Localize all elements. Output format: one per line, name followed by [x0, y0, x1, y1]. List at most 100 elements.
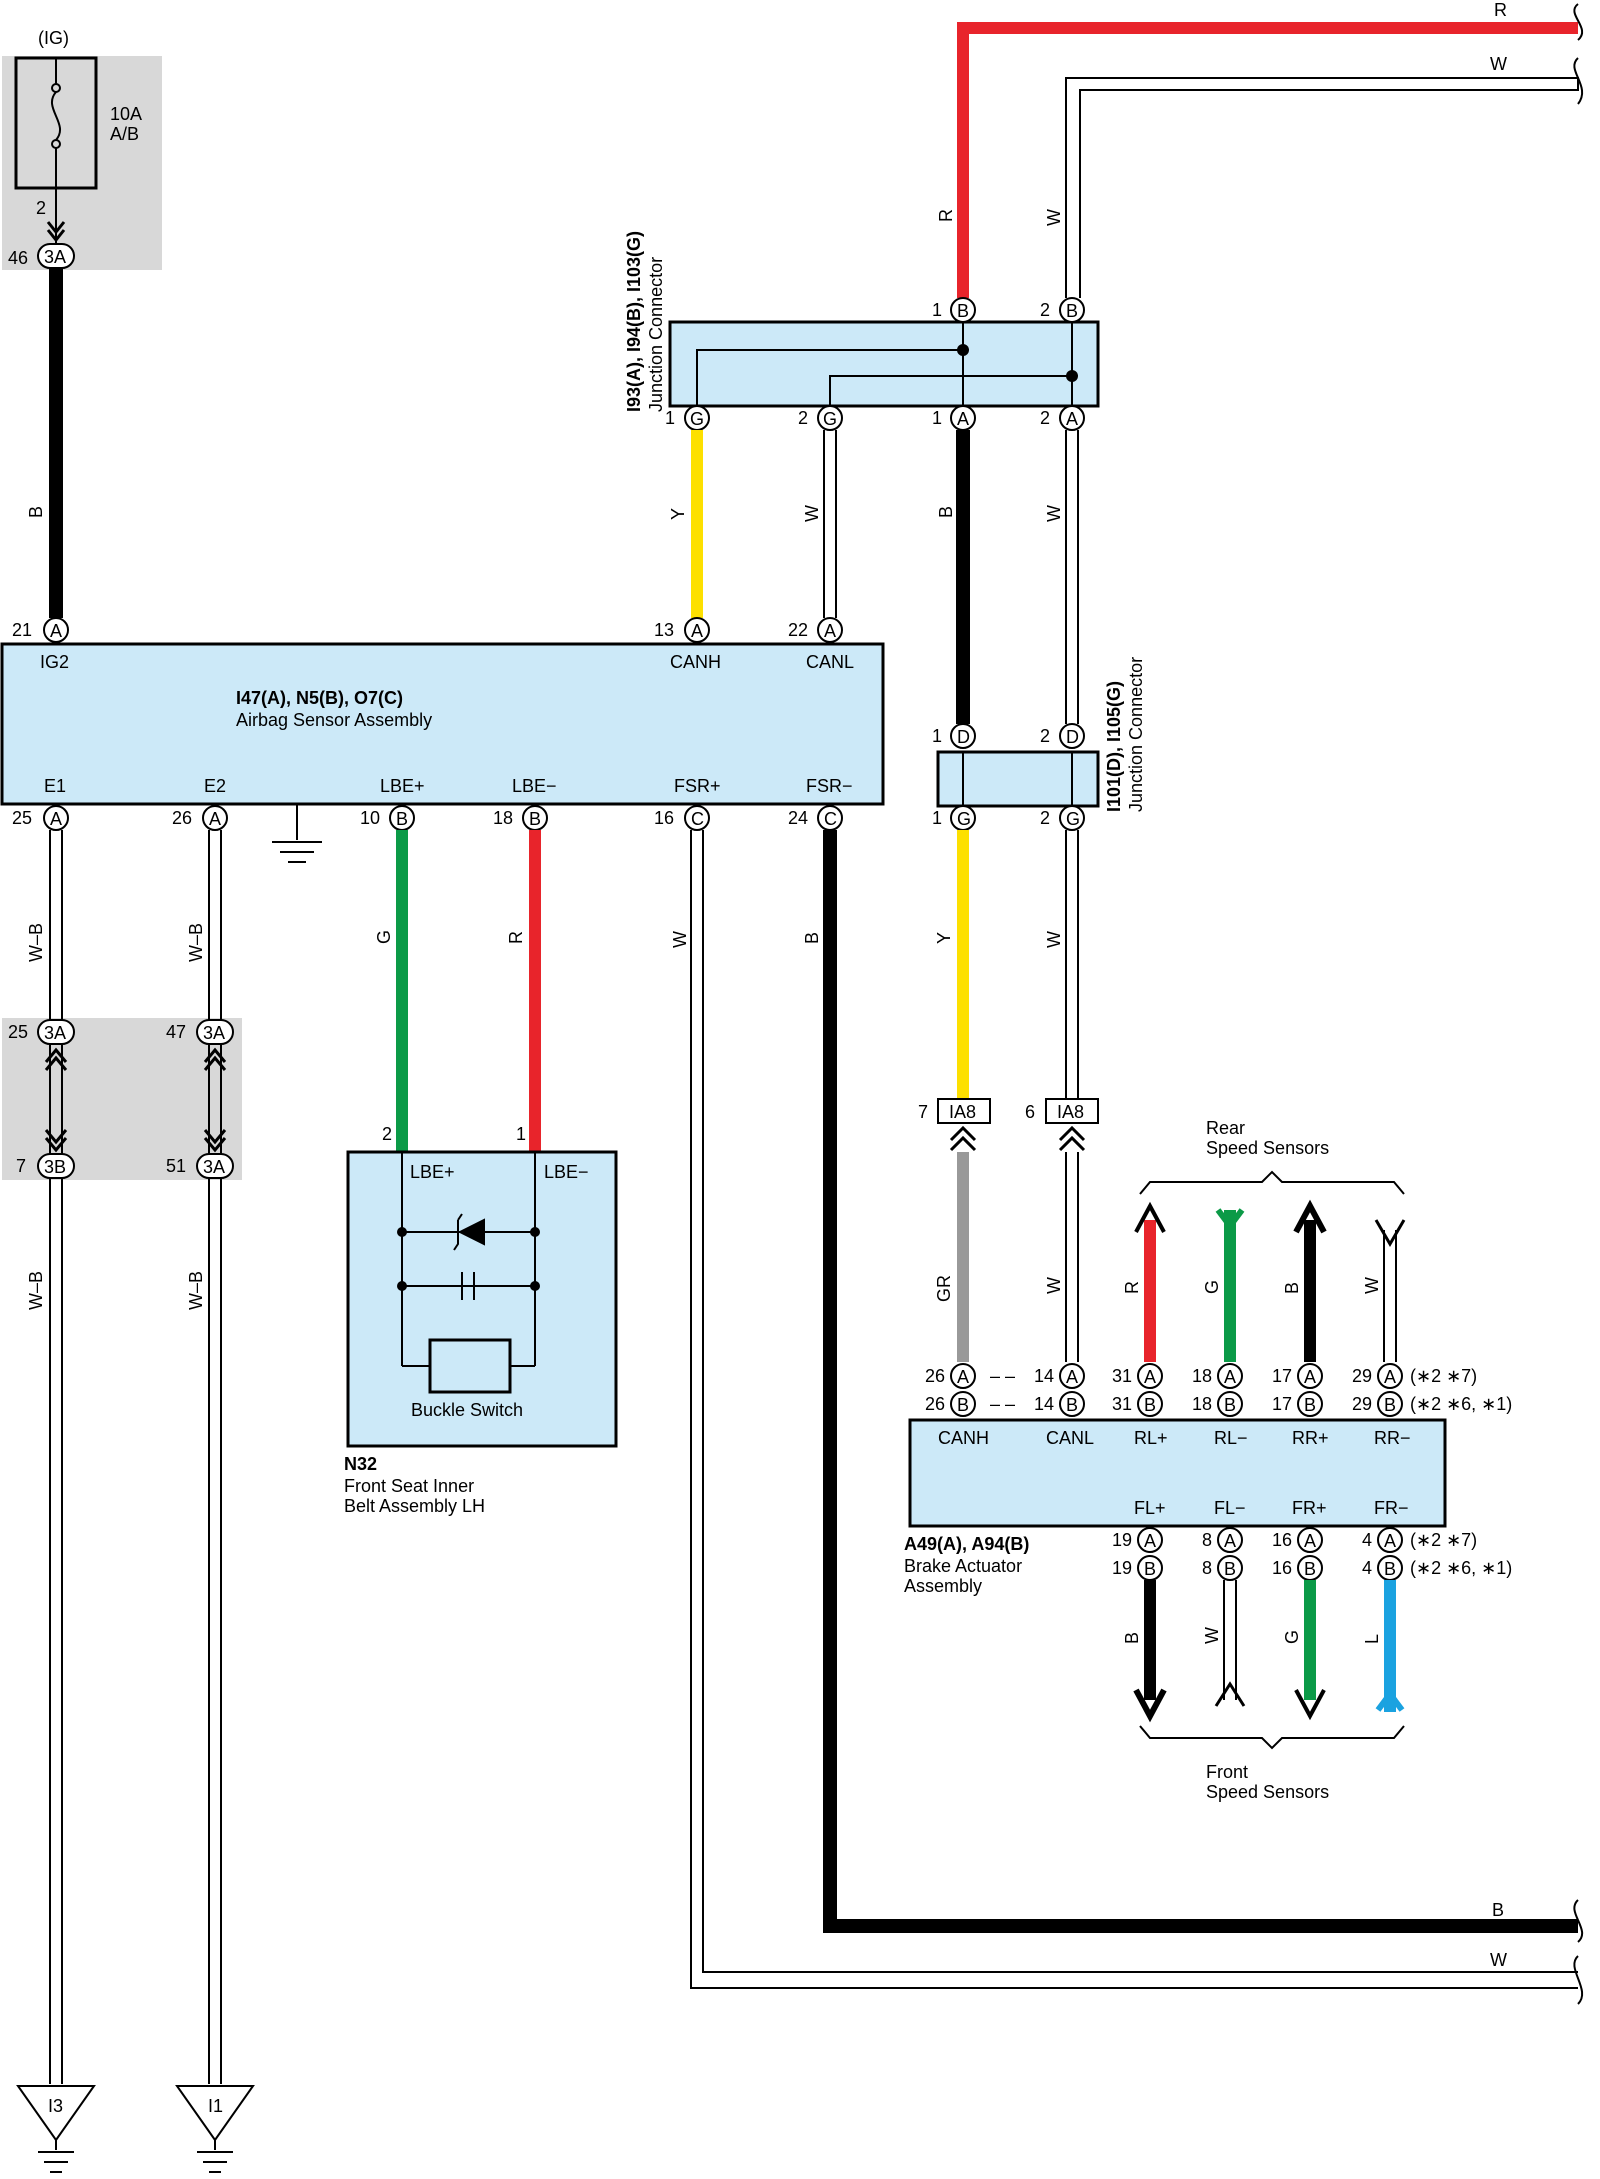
- brake-title: A49(A), A94(B): [904, 1534, 1029, 1554]
- jc2-top-pin2-num: 2: [1040, 726, 1050, 746]
- brake-top-pin-2-a-num: 31: [1112, 1366, 1132, 1386]
- jc2-bot-pin2: [1059, 805, 1085, 831]
- splice-right-top-badge: [196, 1019, 234, 1045]
- brake-top-pin-3-b: [1217, 1391, 1243, 1417]
- brake-top-pin-5-b-num: 29: [1352, 1394, 1372, 1414]
- jc1-name: Junction Connector: [646, 257, 666, 412]
- fuse-shade: [2, 56, 162, 270]
- wire-label-jc2-y: Y: [934, 932, 954, 944]
- ground-icon: [272, 804, 322, 863]
- brake-bot-pin-3-a-num: 4: [1362, 1530, 1372, 1550]
- airbag-name: Airbag Sensor Assembly: [236, 710, 432, 730]
- brake-top-pin-3-a-conn: A: [1224, 1367, 1236, 1387]
- brake-bot-pin-0-b-num: 19: [1112, 1558, 1132, 1578]
- wire-ia8-w: [1065, 1152, 1079, 1362]
- brake-bot-pin-1-a-conn: A: [1224, 1531, 1236, 1551]
- rear-sensors-line2: Speed Sensors: [1206, 1138, 1329, 1158]
- brake-bot-pin-2-a-conn: A: [1304, 1531, 1316, 1551]
- jc1-title: I93(A), I94(B), I103(G): [624, 231, 644, 412]
- brake-top-pin-0-a-conn: A: [957, 1367, 969, 1387]
- airbag-bot-pin-lbem-num: 18: [493, 808, 513, 828]
- brake-top-pin-2-a-conn: A: [1144, 1367, 1156, 1387]
- brake-top-pin-3-a: [1217, 1363, 1243, 1389]
- airbag-label-lbem: LBE−: [512, 776, 557, 796]
- airbag-top-pin-ig2-conn: A: [50, 621, 62, 641]
- jc1-top-pin2: [1059, 297, 1085, 323]
- brake-bot-pin-2-a-num: 16: [1272, 1530, 1292, 1550]
- airbag-top-pin-canl: [817, 617, 843, 643]
- brake-top-pin-0-a: [950, 1363, 976, 1389]
- brake-top-pin-2-a: [1137, 1363, 1163, 1389]
- brake-bot-pin-1-b-num: 8: [1202, 1558, 1212, 1578]
- wire-label-jc-w: W: [1044, 505, 1064, 522]
- arrow-fr-minus-icon: [1375, 1689, 1405, 1712]
- splice-left-bot-num: 7: [16, 1156, 26, 1176]
- brake-bot-pin-0-b-conn: B: [1144, 1559, 1156, 1579]
- brake-bot-pin-3-b-conn: B: [1384, 1559, 1396, 1579]
- brake-note-top-a: (∗2 ∗7): [1410, 1366, 1477, 1386]
- wire-label-top-w: W: [1044, 209, 1064, 226]
- jc1-top-pin1: [950, 297, 976, 323]
- brake-top-pin-1-a-num: 14: [1034, 1366, 1054, 1386]
- buckle-pin-right-num: 1: [516, 1124, 526, 1144]
- brake-top-pin-5-b: [1377, 1391, 1403, 1417]
- wire-label-fl-plus: B: [1122, 1632, 1142, 1644]
- airbag-label-canl: CANL: [806, 652, 854, 672]
- airbag-bot-pin-lbep-conn: B: [396, 809, 408, 829]
- wire-label-fsrm: B: [802, 932, 822, 944]
- brake-name-2: Assembly: [904, 1576, 982, 1596]
- airbag-bot-pin-lbep-num: 10: [360, 808, 380, 828]
- wire-jc2-w: [1065, 830, 1079, 1098]
- jc2-bot-pin1-conn: G: [957, 809, 971, 829]
- brake-top-pin-5-a-num: 29: [1352, 1366, 1372, 1386]
- arrow-rr-plus-icon: [1293, 1199, 1327, 1234]
- wire-label-lbem: R: [506, 931, 526, 944]
- jc1-box: [668, 320, 1100, 408]
- buckle-code: N32: [344, 1454, 377, 1474]
- jc1-bot-pin2-num: 2: [798, 408, 808, 428]
- airbag-bot-pin-fsrp-num: 16: [654, 808, 674, 828]
- ground-i3-label: I3: [48, 2096, 63, 2116]
- brake-top-pin-2-b-conn: B: [1144, 1395, 1156, 1415]
- brake-top-pin-1-b: [1059, 1391, 1085, 1417]
- buckle-label-lbep: LBE+: [410, 1162, 455, 1182]
- jc2-bot-pin1-num: 1: [932, 808, 942, 828]
- brake-label-flm: FL−: [1214, 1498, 1246, 1518]
- airbag-label-fsrp: FSR+: [674, 776, 721, 796]
- wire-label-fr-minus: L: [1362, 1634, 1382, 1644]
- brake-top-pin-1-b-num: 14: [1034, 1394, 1054, 1414]
- brake-dash-a: – –: [990, 1366, 1015, 1386]
- jc2-bot-pin2-num: 2: [1040, 808, 1050, 828]
- brake-top-pin-4-a-num: 17: [1272, 1366, 1292, 1386]
- jc2-top-pin1: [950, 723, 976, 749]
- brake-name-1: Brake Actuator: [904, 1556, 1022, 1576]
- wire-label-canh-y: Y: [668, 508, 688, 520]
- airbag-label-ig2: IG2: [40, 652, 69, 672]
- wire-label-jc2-w: W: [1044, 931, 1064, 948]
- wire-bottom-w-label: W: [1490, 1950, 1507, 1970]
- front-sensors-line2: Speed Sensors: [1206, 1782, 1329, 1802]
- airbag-top-pin-ig2: [43, 617, 69, 643]
- brake-top-pin-1-b-conn: B: [1066, 1395, 1078, 1415]
- wire-fsrp: [690, 830, 1578, 1989]
- brake-dash-b: – –: [990, 1394, 1015, 1414]
- wire-label-rl-minus: G: [1202, 1280, 1222, 1294]
- jc1-top-pin2-conn: B: [1066, 301, 1078, 321]
- brake-top-pin-0-b: [950, 1391, 976, 1417]
- brake-label-rrm: RR−: [1374, 1428, 1411, 1448]
- ia8-right-pin: 6: [1025, 1102, 1035, 1122]
- brake-top-pin-1-a-conn: A: [1066, 1367, 1078, 1387]
- brake-top-pin-5-a-conn: A: [1384, 1367, 1396, 1387]
- arrow-rl-minus-icon: [1215, 1208, 1245, 1231]
- fuse-source-label: (IG): [38, 28, 69, 48]
- splice-shade: [2, 1018, 242, 1180]
- ia8-right-box: [1045, 1098, 1099, 1124]
- airbag-bot-pin-e2-num: 26: [172, 808, 192, 828]
- wire-label-fr-plus: G: [1282, 1630, 1302, 1644]
- airbag-top-pin-canh-num: 13: [654, 620, 674, 640]
- brake-box: [908, 1418, 1447, 1528]
- brake-bot-pin-2-b-num: 16: [1272, 1558, 1292, 1578]
- brake-top-pin-4-b: [1297, 1391, 1323, 1417]
